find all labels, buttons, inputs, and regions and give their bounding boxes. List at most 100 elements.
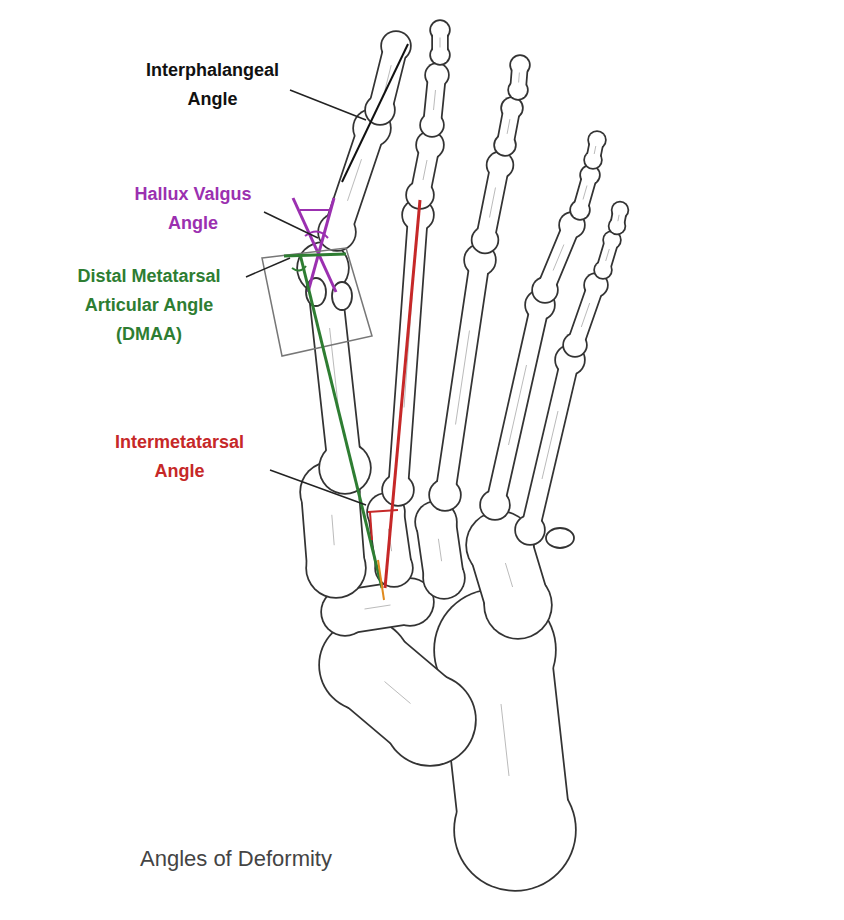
bone-end xyxy=(421,114,443,136)
bone-shaft xyxy=(530,360,570,530)
bone xyxy=(428,243,497,512)
sesamoid xyxy=(546,528,574,548)
angle-label: Hallux Valgus Angle xyxy=(118,180,268,238)
bone-texture xyxy=(594,146,596,154)
bone-shaft xyxy=(445,260,480,495)
bone-texture xyxy=(581,303,589,327)
bone xyxy=(465,510,553,640)
sesamoid xyxy=(332,282,352,310)
angle-label: Interphalangeal Angle xyxy=(130,56,295,114)
angle-line xyxy=(284,254,346,256)
bone-end xyxy=(320,443,370,493)
detail-box xyxy=(262,248,372,356)
bone-end xyxy=(495,135,515,155)
bone-end xyxy=(381,473,415,507)
bone-end xyxy=(613,203,628,218)
bone-end xyxy=(516,516,544,544)
bone-texture xyxy=(505,563,512,587)
bone xyxy=(531,211,586,304)
bone-end xyxy=(318,441,372,495)
bone-end xyxy=(428,478,462,512)
bone-texture xyxy=(385,682,411,704)
bone-texture xyxy=(365,605,391,609)
bone-texture xyxy=(423,160,427,180)
bone-end xyxy=(564,334,586,356)
bone xyxy=(562,272,609,358)
bone-texture xyxy=(438,539,441,561)
bone xyxy=(318,618,477,767)
bone-end xyxy=(610,219,625,234)
bone-texture xyxy=(507,119,510,134)
angle-line xyxy=(308,198,334,292)
bone-end xyxy=(473,228,498,253)
bone-end xyxy=(488,153,513,178)
bone-end xyxy=(431,46,449,64)
bone-shaft xyxy=(495,305,540,505)
bone-texture xyxy=(583,186,587,200)
bone-end xyxy=(509,81,527,99)
bone-texture xyxy=(440,38,441,48)
bone-end xyxy=(426,64,448,86)
bone xyxy=(593,230,622,280)
bone-texture xyxy=(434,90,436,110)
bone xyxy=(405,130,445,210)
bone-end xyxy=(533,278,557,302)
bone-end xyxy=(366,96,394,124)
leader-line xyxy=(264,212,318,238)
bone xyxy=(364,30,412,126)
bone-texture xyxy=(332,515,334,545)
bone-texture xyxy=(518,73,520,83)
angle-line xyxy=(370,512,372,540)
axis-line xyxy=(342,44,408,182)
bone-end xyxy=(431,21,449,39)
axis-line xyxy=(300,254,382,588)
bone-end xyxy=(382,32,410,60)
leader-line xyxy=(246,258,290,277)
bone-shaft xyxy=(495,305,540,505)
leader-line xyxy=(270,470,366,505)
bone xyxy=(493,96,524,157)
angle-line xyxy=(293,198,336,292)
caption: Angles of Deformity xyxy=(140,846,332,872)
bone-end xyxy=(383,475,413,505)
bones xyxy=(296,19,629,892)
bone-shaft xyxy=(445,260,480,495)
bone xyxy=(317,108,392,252)
bone-shaft xyxy=(530,360,570,530)
bone-texture xyxy=(606,249,610,261)
bone xyxy=(507,54,531,101)
bone-end xyxy=(481,491,509,519)
bone-end xyxy=(424,558,464,598)
bone-end xyxy=(585,152,601,168)
angle-label: Intermetatarsal Angle xyxy=(92,428,267,486)
bone-texture xyxy=(553,245,564,271)
angle-label: Distal Metatarsal Articular Angle (DMAA) xyxy=(55,262,243,348)
bone-end xyxy=(595,262,611,278)
angle-arc xyxy=(292,266,306,271)
angle-line xyxy=(300,209,332,211)
bone-end xyxy=(307,539,365,597)
bone-end xyxy=(502,98,522,118)
bone xyxy=(414,500,466,600)
bone xyxy=(583,130,607,170)
leader-line xyxy=(290,90,366,120)
bone-end xyxy=(430,480,460,510)
axis-line xyxy=(385,200,420,588)
bone-texture xyxy=(618,215,619,221)
bone xyxy=(429,19,451,66)
bone xyxy=(381,198,435,507)
angle-lines xyxy=(246,44,420,600)
bone xyxy=(479,289,556,521)
bone-texture xyxy=(456,331,470,425)
bone xyxy=(419,62,450,138)
bone-texture xyxy=(542,411,558,479)
bone-texture xyxy=(501,704,509,776)
angle-line xyxy=(378,560,384,600)
bone-end xyxy=(511,56,529,74)
bone-end xyxy=(455,770,575,890)
bone-end xyxy=(485,572,551,638)
bone xyxy=(569,164,601,221)
bone xyxy=(608,201,630,236)
angle-line xyxy=(368,510,398,512)
